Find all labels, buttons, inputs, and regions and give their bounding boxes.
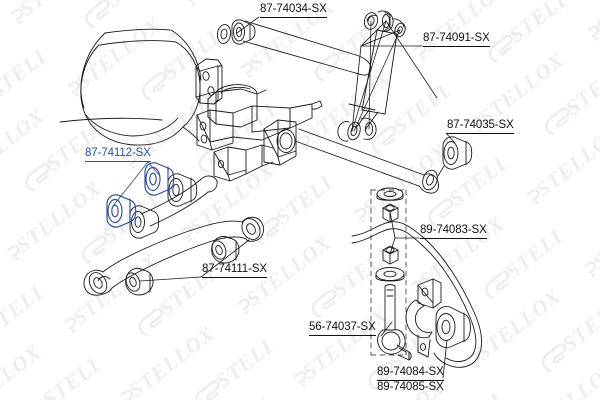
part-label-89-74083: 89-74083-SX (420, 224, 487, 239)
part-label-89-74085: 89-74085-SX (377, 381, 444, 393)
part-label-89-74084: 89-74084-SX (377, 366, 444, 381)
part-label-87-74111: 87-74111-SX (202, 263, 267, 278)
part-label-87-74091: 87-74091-SX (423, 32, 490, 47)
part-label-87-74112: 87-74112-SX (85, 147, 151, 162)
part-label-56-74037: 56-74037-SX (309, 321, 376, 336)
part-label-87-74034: 87-74034-SX (260, 3, 327, 18)
part-label-87-74035: 87-74035-SX (447, 119, 514, 134)
